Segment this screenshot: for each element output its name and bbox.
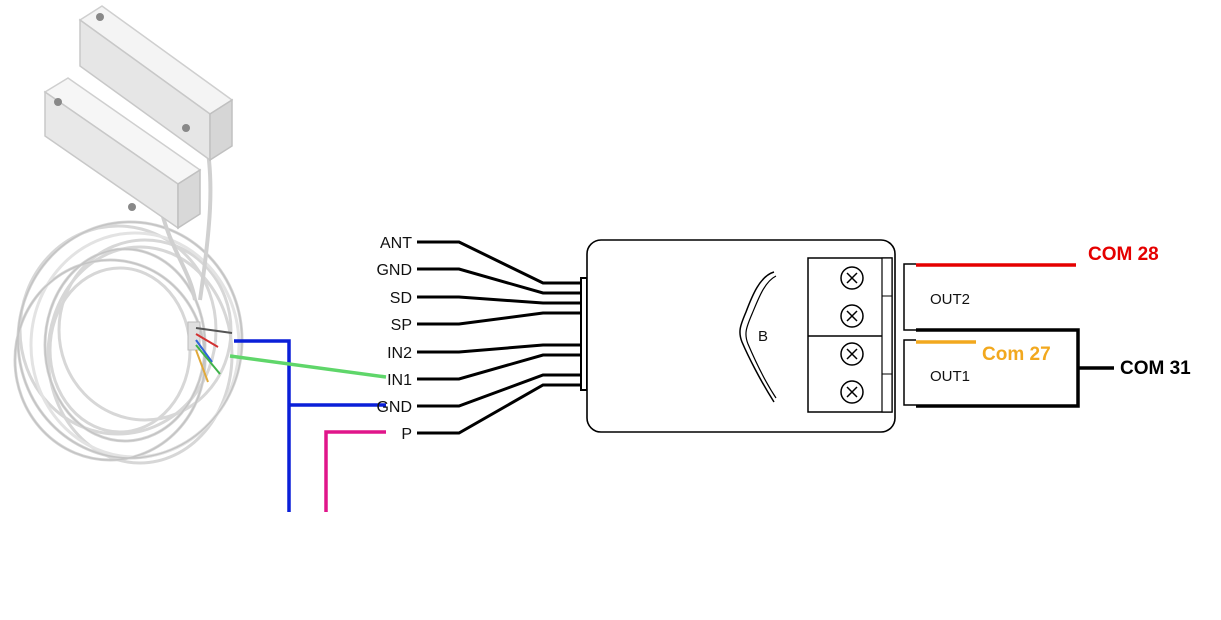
module-connector-strip	[580, 277, 588, 391]
sensor-magnet-block	[78, 5, 234, 162]
pin-label-in2: IN2	[387, 345, 412, 362]
sensor-wire-ends	[187, 321, 233, 383]
terminal-screw-icon	[840, 342, 864, 366]
antenna-spring	[739, 271, 775, 403]
pin-header: ANT GND SD SP IN2 IN1 GND P	[376, 235, 583, 443]
out2-label: OUT2	[930, 291, 970, 308]
terminal-screw-icon	[840, 266, 864, 290]
output-wiring	[916, 263, 1114, 408]
wire-green	[229, 354, 387, 379]
terminal-screw-icon	[840, 380, 864, 404]
pin-label-gnd-bottom: GND	[376, 399, 412, 416]
pin-label-gnd-top: GND	[376, 262, 412, 279]
relay-module: B	[580, 239, 970, 433]
terminal-block	[807, 257, 893, 413]
external-wires	[229, 339, 387, 512]
terminal-screw-icon	[840, 304, 864, 328]
sensor-reed-block	[43, 77, 202, 230]
magnetic-sensor-illustration	[13, 5, 244, 465]
com31-label: COM 31	[1120, 358, 1191, 379]
relay-letter: B	[758, 328, 768, 345]
pin-label-in1: IN1	[387, 372, 412, 389]
wire-pink	[324, 430, 386, 512]
wire-blue	[234, 339, 291, 512]
pin-label-sd: SD	[390, 290, 412, 307]
out1-label: OUT1	[930, 368, 970, 385]
out-brackets	[903, 263, 916, 406]
pin-leads	[417, 240, 583, 435]
pin-label-ant: ANT	[380, 235, 412, 252]
pin-label-p: P	[401, 426, 412, 443]
pin-label-sp: SP	[391, 317, 412, 334]
com28-label: COM 28	[1088, 244, 1159, 265]
com27-label: Com 27	[982, 344, 1051, 365]
